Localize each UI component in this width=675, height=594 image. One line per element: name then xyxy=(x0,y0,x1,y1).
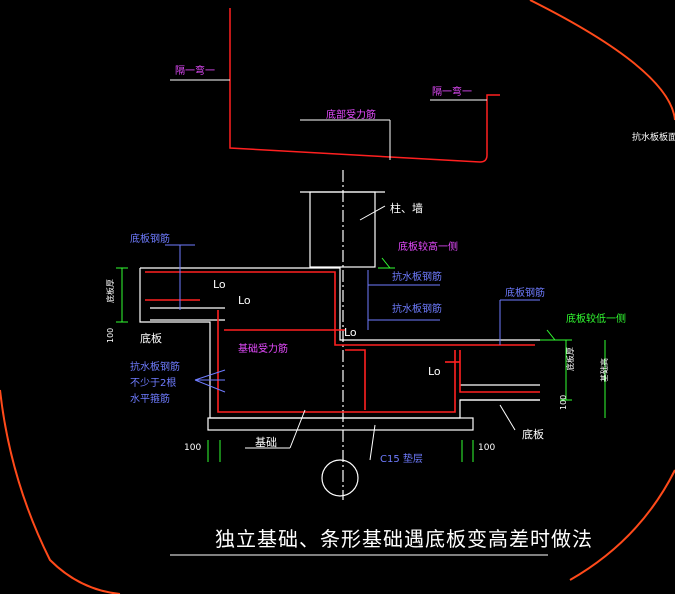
bottom-slab-right-label: 底板 xyxy=(522,427,544,441)
bottom-slab-low-side-label: 底板较低一侧 xyxy=(566,312,626,325)
slab-thickness-right-label: 底板厚 xyxy=(565,347,575,371)
foundation-height-label: 基础高 xyxy=(599,358,609,382)
lo-4-label: Lo xyxy=(428,365,441,378)
lo-1-label: Lo xyxy=(213,278,226,291)
dim-100-left-label: 100 xyxy=(106,328,115,343)
foundation-main-rebar-label: 基础受力筋 xyxy=(238,342,288,355)
blue-leaders xyxy=(165,244,540,393)
lo-3-label: Lo xyxy=(344,326,357,339)
foundation-label: 基础 xyxy=(255,436,277,449)
top-leaders xyxy=(300,119,391,160)
foundation-rebars xyxy=(145,271,540,413)
dim-100-right-label: 100 xyxy=(559,395,568,410)
dimensions xyxy=(116,257,606,462)
anti-water-note-1: 抗水板钢筋 xyxy=(130,360,180,373)
dim-100-bottom-right-label: 100 xyxy=(478,443,495,453)
gap-one-bend-left-label: 隔一弯一 xyxy=(175,64,215,77)
slab-thickness-left-label: 底板厚 xyxy=(105,279,115,303)
anti-water-rebar-1-label: 抗水板钢筋 xyxy=(392,270,442,283)
bottom-slab-rebar-right-label: 底板钢筋 xyxy=(505,286,545,299)
anti-water-note-2: 不少于2根 xyxy=(130,376,176,389)
anti-water-note-3: 水平箍筋 xyxy=(130,392,170,405)
bottom-slab-left-label: 底板 xyxy=(140,331,162,345)
drawing-title: 独立基础、条形基础遇底板变高差时做法 xyxy=(215,527,593,551)
column-outline xyxy=(300,170,385,500)
top-rebar-detail xyxy=(170,8,500,163)
axis-bubble xyxy=(321,459,359,497)
bottom-slab-high-side-label: 底板较高一侧 xyxy=(398,240,458,253)
bottom-leaders xyxy=(245,404,516,461)
bottom-main-rebar-label: 底部受力筋 xyxy=(326,108,376,121)
dim-100-bottom-left-label: 100 xyxy=(184,443,201,453)
lo-2-label: Lo xyxy=(238,294,251,307)
gap-one-bend-right-label: 隔一弯一 xyxy=(432,85,472,98)
foundation-outline xyxy=(139,267,540,431)
bottom-slab-rebar-left-label: 底板钢筋 xyxy=(130,232,170,245)
anti-water-rebar-2-label: 抗水板钢筋 xyxy=(392,302,442,315)
c15-cushion-label: C15 垫层 xyxy=(380,452,423,465)
anti-water-slab-top-label: 抗水板板面筋 xyxy=(632,131,675,143)
column-wall-label: 柱、墙 xyxy=(390,201,423,215)
